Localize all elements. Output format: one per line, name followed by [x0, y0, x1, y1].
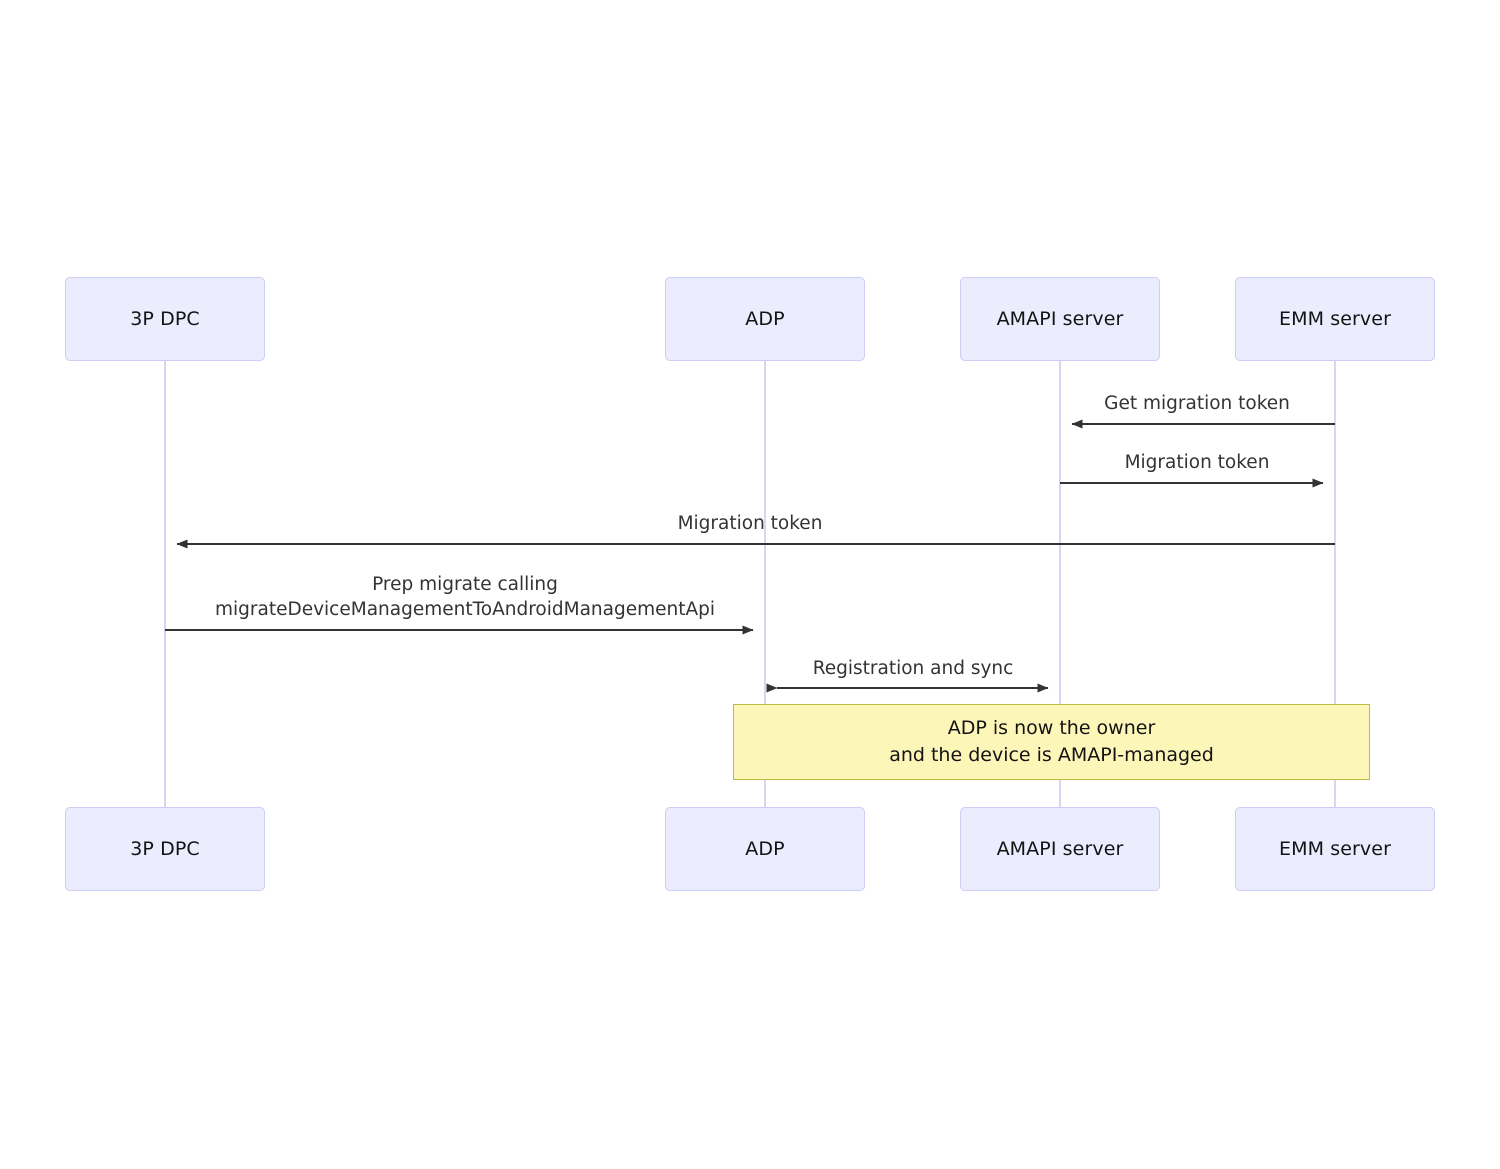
participant-label: AMAPI server	[996, 838, 1124, 860]
participant-emm-top[interactable]: EMM server	[1235, 277, 1435, 361]
lifeline-amapi	[1059, 361, 1061, 807]
participant-dpc-bottom[interactable]: 3P DPC	[65, 807, 265, 891]
participant-amapi-top[interactable]: AMAPI server	[960, 277, 1160, 361]
lifeline-dpc	[164, 361, 166, 807]
lifeline-adp	[764, 361, 766, 807]
participant-label: ADP	[745, 838, 785, 860]
participant-label: EMM server	[1279, 838, 1391, 860]
note-n1: ADP is now the owner and the device is A…	[733, 704, 1370, 780]
participant-amapi-bottom[interactable]: AMAPI server	[960, 807, 1160, 891]
participant-label: EMM server	[1279, 308, 1391, 330]
participant-adp-bottom[interactable]: ADP	[665, 807, 865, 891]
participant-adp-top[interactable]: ADP	[665, 277, 865, 361]
participant-label: AMAPI server	[996, 308, 1124, 330]
lifeline-emm	[1334, 361, 1336, 807]
participant-label: 3P DPC	[130, 308, 200, 330]
participant-dpc-top[interactable]: 3P DPC	[65, 277, 265, 361]
participant-label: ADP	[745, 308, 785, 330]
participant-label: 3P DPC	[130, 838, 200, 860]
participant-emm-bottom[interactable]: EMM server	[1235, 807, 1435, 891]
